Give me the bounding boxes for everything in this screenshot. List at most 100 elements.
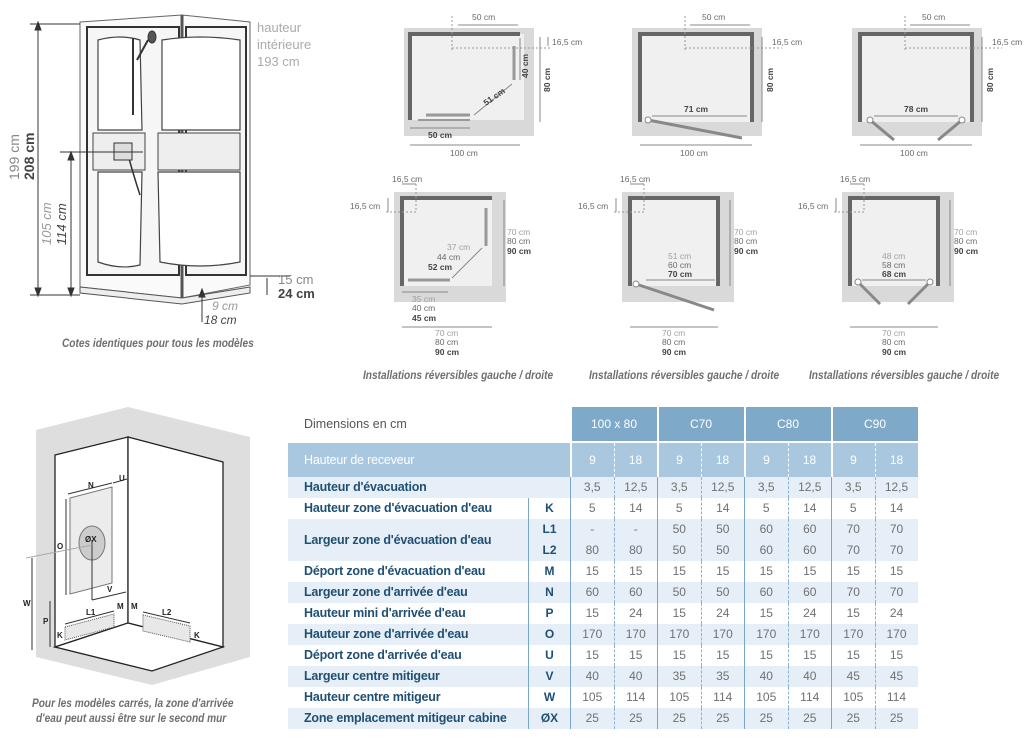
plan1-side-depth: 40 cm — [520, 53, 530, 78]
cabin-outline — [60, 14, 251, 305]
receiver-value: 9 — [656, 441, 701, 477]
planA-diag-44: 44 cm — [437, 252, 460, 262]
row-code: P — [528, 603, 571, 624]
row-value: 5 — [657, 498, 701, 519]
row-label: Largeur zone d'arrivée d'eau — [288, 582, 529, 603]
cabin-elevation-drawing: 199 cm 208 cm 105 cm 114 cm hauteur inté… — [6, 14, 315, 327]
row-value: 70 — [874, 582, 918, 603]
planA-diag-37: 37 cm — [447, 242, 470, 252]
planA-depth-90: 90 cm — [507, 246, 532, 256]
base-height-15: 15 cm — [278, 272, 313, 287]
row-label: Hauteur d'évacuation — [288, 477, 529, 498]
receiver-value: 9 — [569, 441, 614, 477]
row-value: 15 — [570, 645, 614, 666]
row-value: 15 — [700, 645, 745, 666]
row-value: 3,5 — [831, 477, 875, 498]
row-value: 15 — [613, 561, 658, 582]
row-value: 25 — [831, 708, 875, 729]
row-value: 12,5 — [787, 477, 832, 498]
row-label: Hauteur mini d'arrivée d'eau — [304, 606, 466, 620]
plan-100x80-pivot: 50 cm 16,5 cm 80 cm 71 cm 100 cm — [632, 12, 802, 158]
plan-100x80-corner: 50 cm 16,5 cm 40 cm 80 cm 51 cm 50 cm 10… — [404, 12, 582, 158]
row-value: 3,5 — [570, 477, 614, 498]
planB-depth-90: 90 cm — [734, 246, 759, 256]
row-value: 60 — [787, 582, 832, 603]
row-value: 50 — [657, 519, 701, 540]
planB-open-51: 51 cm — [668, 251, 691, 261]
row-value: 50 — [700, 540, 745, 561]
mixer-height-114: 114 cm — [54, 203, 69, 245]
row-value: 170 — [831, 624, 875, 645]
row-value: 60 — [744, 540, 788, 561]
row-value: 15 — [613, 645, 658, 666]
row-label: Hauteur centre mitigeur — [304, 690, 441, 704]
row-value: 80 — [570, 540, 614, 561]
label-M1: M — [117, 602, 124, 611]
planA-offset-y: 16,5 cm — [350, 201, 380, 211]
row-code: V — [528, 666, 571, 687]
row-value: 45 — [831, 666, 875, 687]
planC-caption: Installations réversibles gauche / droit… — [809, 370, 1000, 382]
row-value: - — [570, 519, 614, 540]
planA-door-40: 40 cm — [412, 303, 435, 313]
planC-open-58: 58 cm — [882, 260, 905, 270]
row-label: Hauteur zone d'évacuation d'eau — [304, 501, 492, 515]
receiver-label: Hauteur de receveur — [288, 441, 571, 477]
plans-top: 50 cm 16,5 cm 40 cm 80 cm 51 cm 50 cm 10… — [404, 12, 1022, 158]
label-K1: K — [57, 631, 63, 640]
receiver-value: 18 — [874, 441, 918, 477]
planC-offset-x: 16,5 cm — [840, 174, 870, 184]
planB-width-90: 90 cm — [662, 347, 687, 357]
dimension-arrows — [30, 20, 290, 322]
row-value: 50 — [700, 519, 745, 540]
row-value: 15 — [744, 561, 788, 582]
wall-diagram: N U ØX O V W P M M L1 L2 K K — [23, 407, 250, 685]
row-value: 70 — [831, 519, 875, 540]
tray-height-9: 9 cm — [212, 299, 238, 313]
row-code: W — [528, 687, 571, 708]
row-value: 5 — [744, 498, 788, 519]
row-value: 15 — [787, 645, 832, 666]
wall-caption-line1: Pour les modèles carrés, la zone d'arriv… — [32, 698, 234, 710]
row-value: 14 — [613, 498, 658, 519]
planB-width-80: 80 cm — [662, 337, 685, 347]
base-height-24: 24 cm — [278, 286, 315, 301]
plan1-bottom-door: 50 cm — [428, 130, 453, 140]
row-value: 15 — [831, 603, 875, 624]
row-code: N — [528, 582, 571, 603]
plan-square-pivot: 16,5 cm 16,5 cm 70 cm 80 cm 90 cm 51 cm … — [578, 174, 759, 357]
row-value: 24 — [700, 603, 745, 624]
row-value: 70 — [874, 540, 918, 561]
planC-open-68: 68 cm — [882, 269, 907, 279]
plan2-depth: 80 cm — [765, 67, 775, 92]
planA-offset-x: 16,5 cm — [392, 174, 422, 184]
row-value: 14 — [874, 498, 918, 519]
planC-offset-y: 16,5 cm — [798, 201, 828, 211]
plan-100x80-double: 50 cm 16,5 cm 80 cm 78 cm 100 cm — [852, 12, 1022, 158]
row-value: 40 — [570, 666, 614, 687]
label-U: U — [119, 474, 125, 483]
planB-offset-x: 16,5 cm — [620, 174, 650, 184]
row-value: 170 — [787, 624, 832, 645]
row-value: 114 — [700, 687, 745, 708]
planB-depth-80: 80 cm — [734, 236, 757, 246]
row-code: K — [528, 498, 571, 519]
row-value: 25 — [657, 708, 701, 729]
row-value: 12,5 — [874, 477, 918, 498]
plan3-total-width: 100 cm — [900, 148, 928, 158]
row-value: 15 — [570, 603, 614, 624]
planA-depth-70: 70 cm — [507, 227, 530, 237]
row-value: 60 — [744, 519, 788, 540]
planB-width-70: 70 cm — [662, 328, 685, 338]
model-header: 100 x 80 — [569, 407, 658, 442]
row-value: 60 — [744, 582, 788, 603]
row-value: 60 — [570, 582, 614, 603]
plan3-top-width: 50 cm — [922, 12, 945, 22]
model-header: C90 — [830, 407, 918, 442]
wall-caption-line2: d'eau peut aussi être sur le second mur — [36, 713, 227, 725]
